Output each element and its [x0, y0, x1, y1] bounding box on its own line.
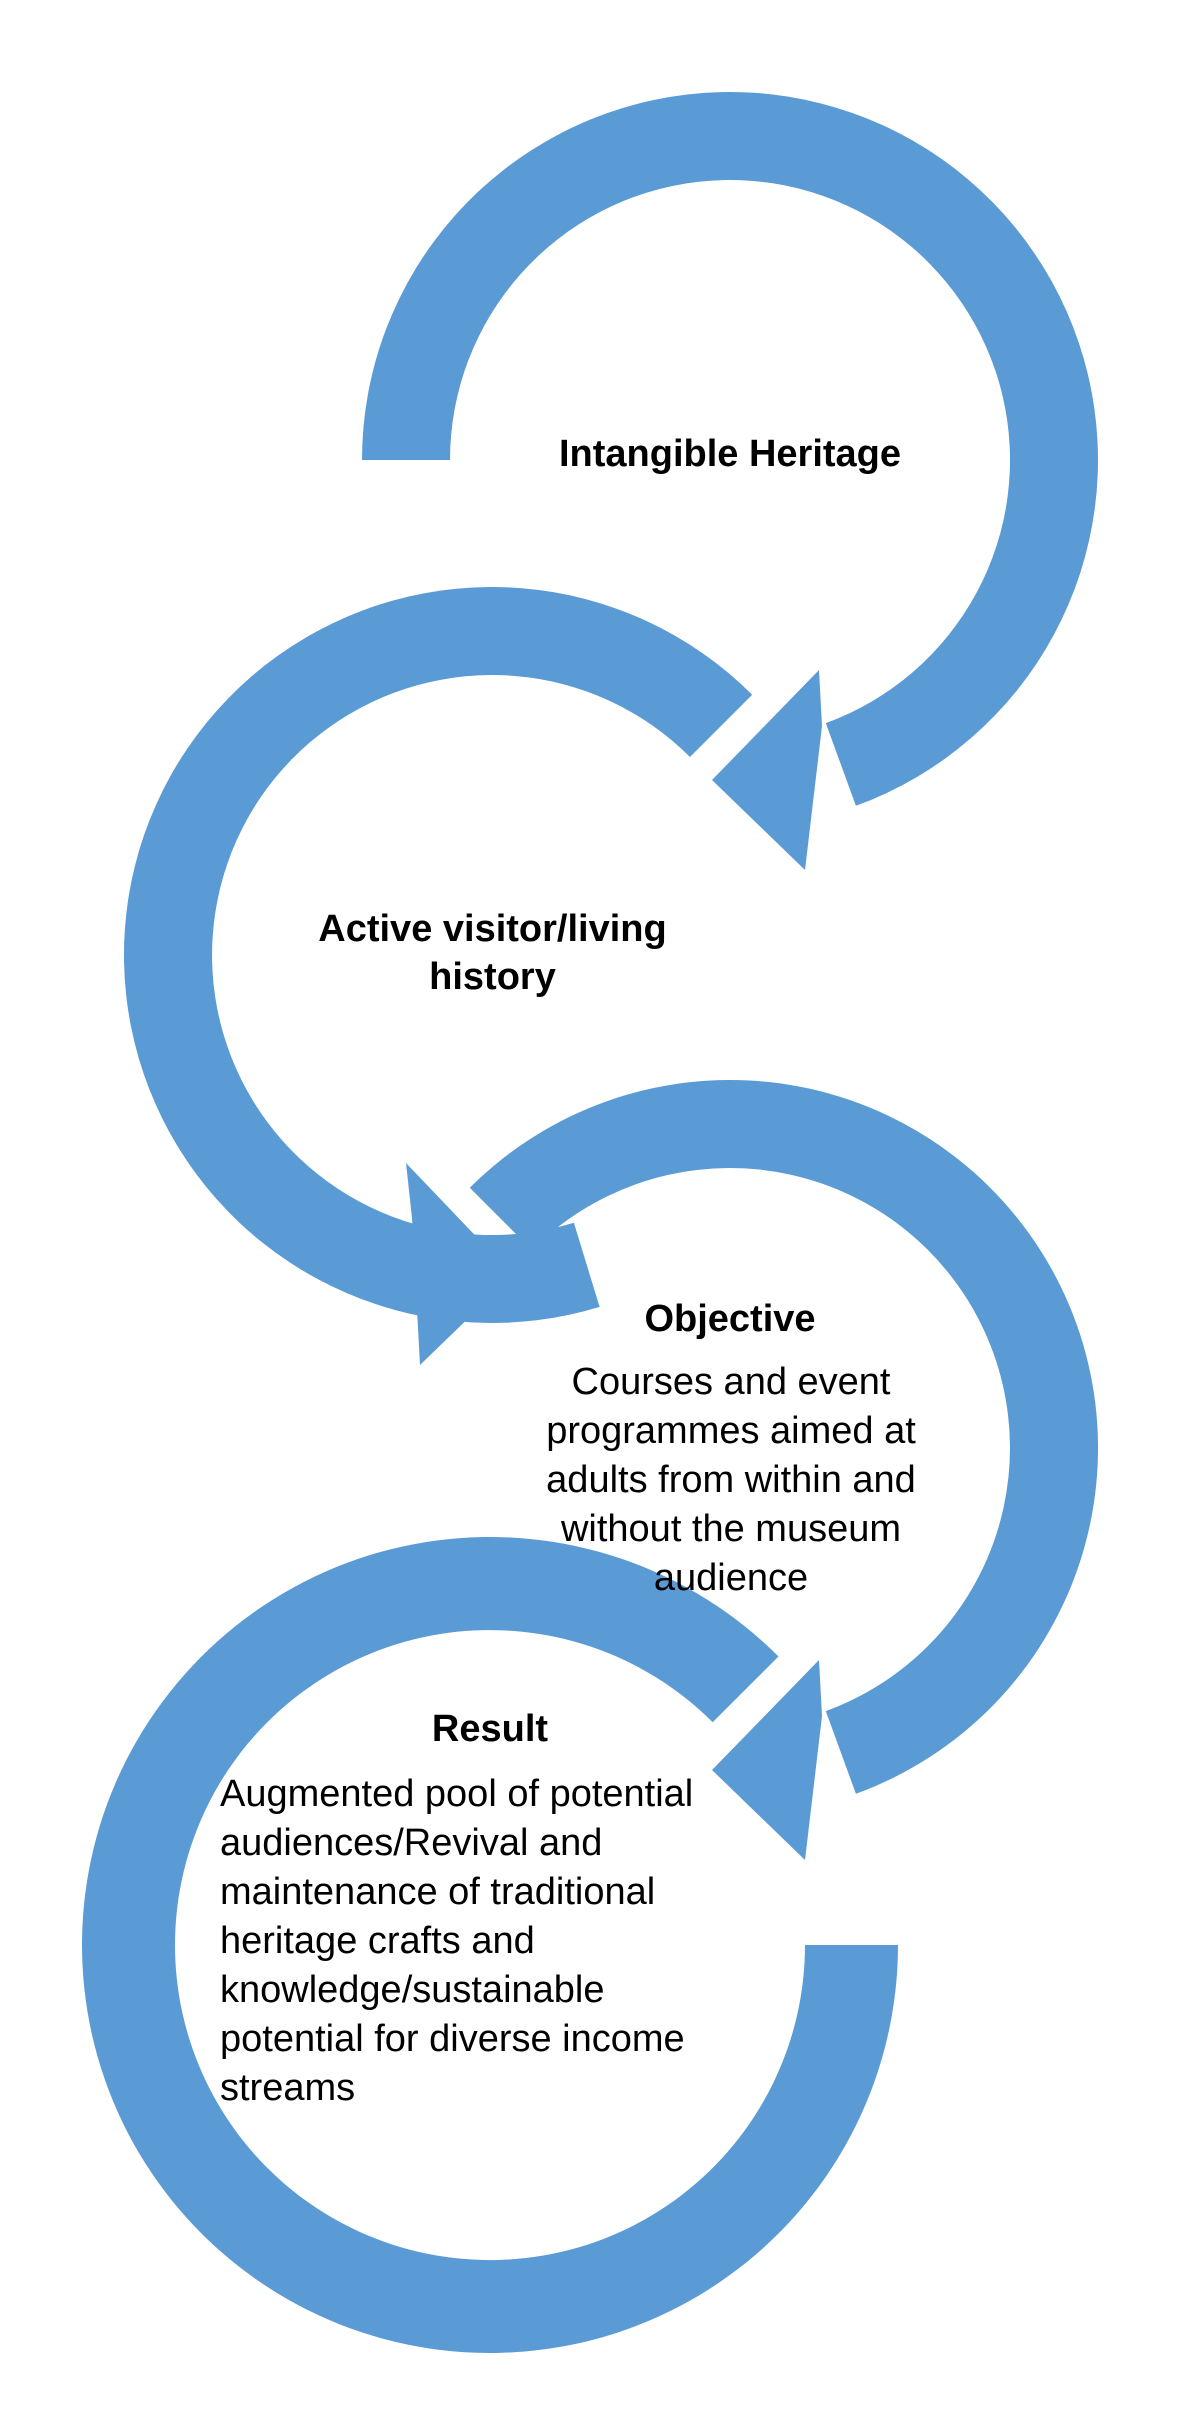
step-3-body: Courses and event programmes aimed at ad…	[546, 1361, 916, 1599]
arrow-3-band	[469, 1079, 1099, 1794]
arrow-1-head	[712, 670, 822, 870]
arrow-2-head	[406, 1163, 513, 1365]
arrow-3-head	[712, 1660, 822, 1860]
step-1-title: Intangible Heritage	[558, 433, 902, 475]
arrow-group	[82, 92, 1099, 2353]
arrow-2-band	[123, 586, 753, 1323]
step-3-title: Objective	[644, 1298, 816, 1340]
step-4-title: Result	[431, 1708, 549, 1750]
step-2-title: Active visitor/living history	[318, 908, 667, 998]
step-4-body: Augmented pool of potential audiences/Re…	[220, 1773, 694, 2109]
